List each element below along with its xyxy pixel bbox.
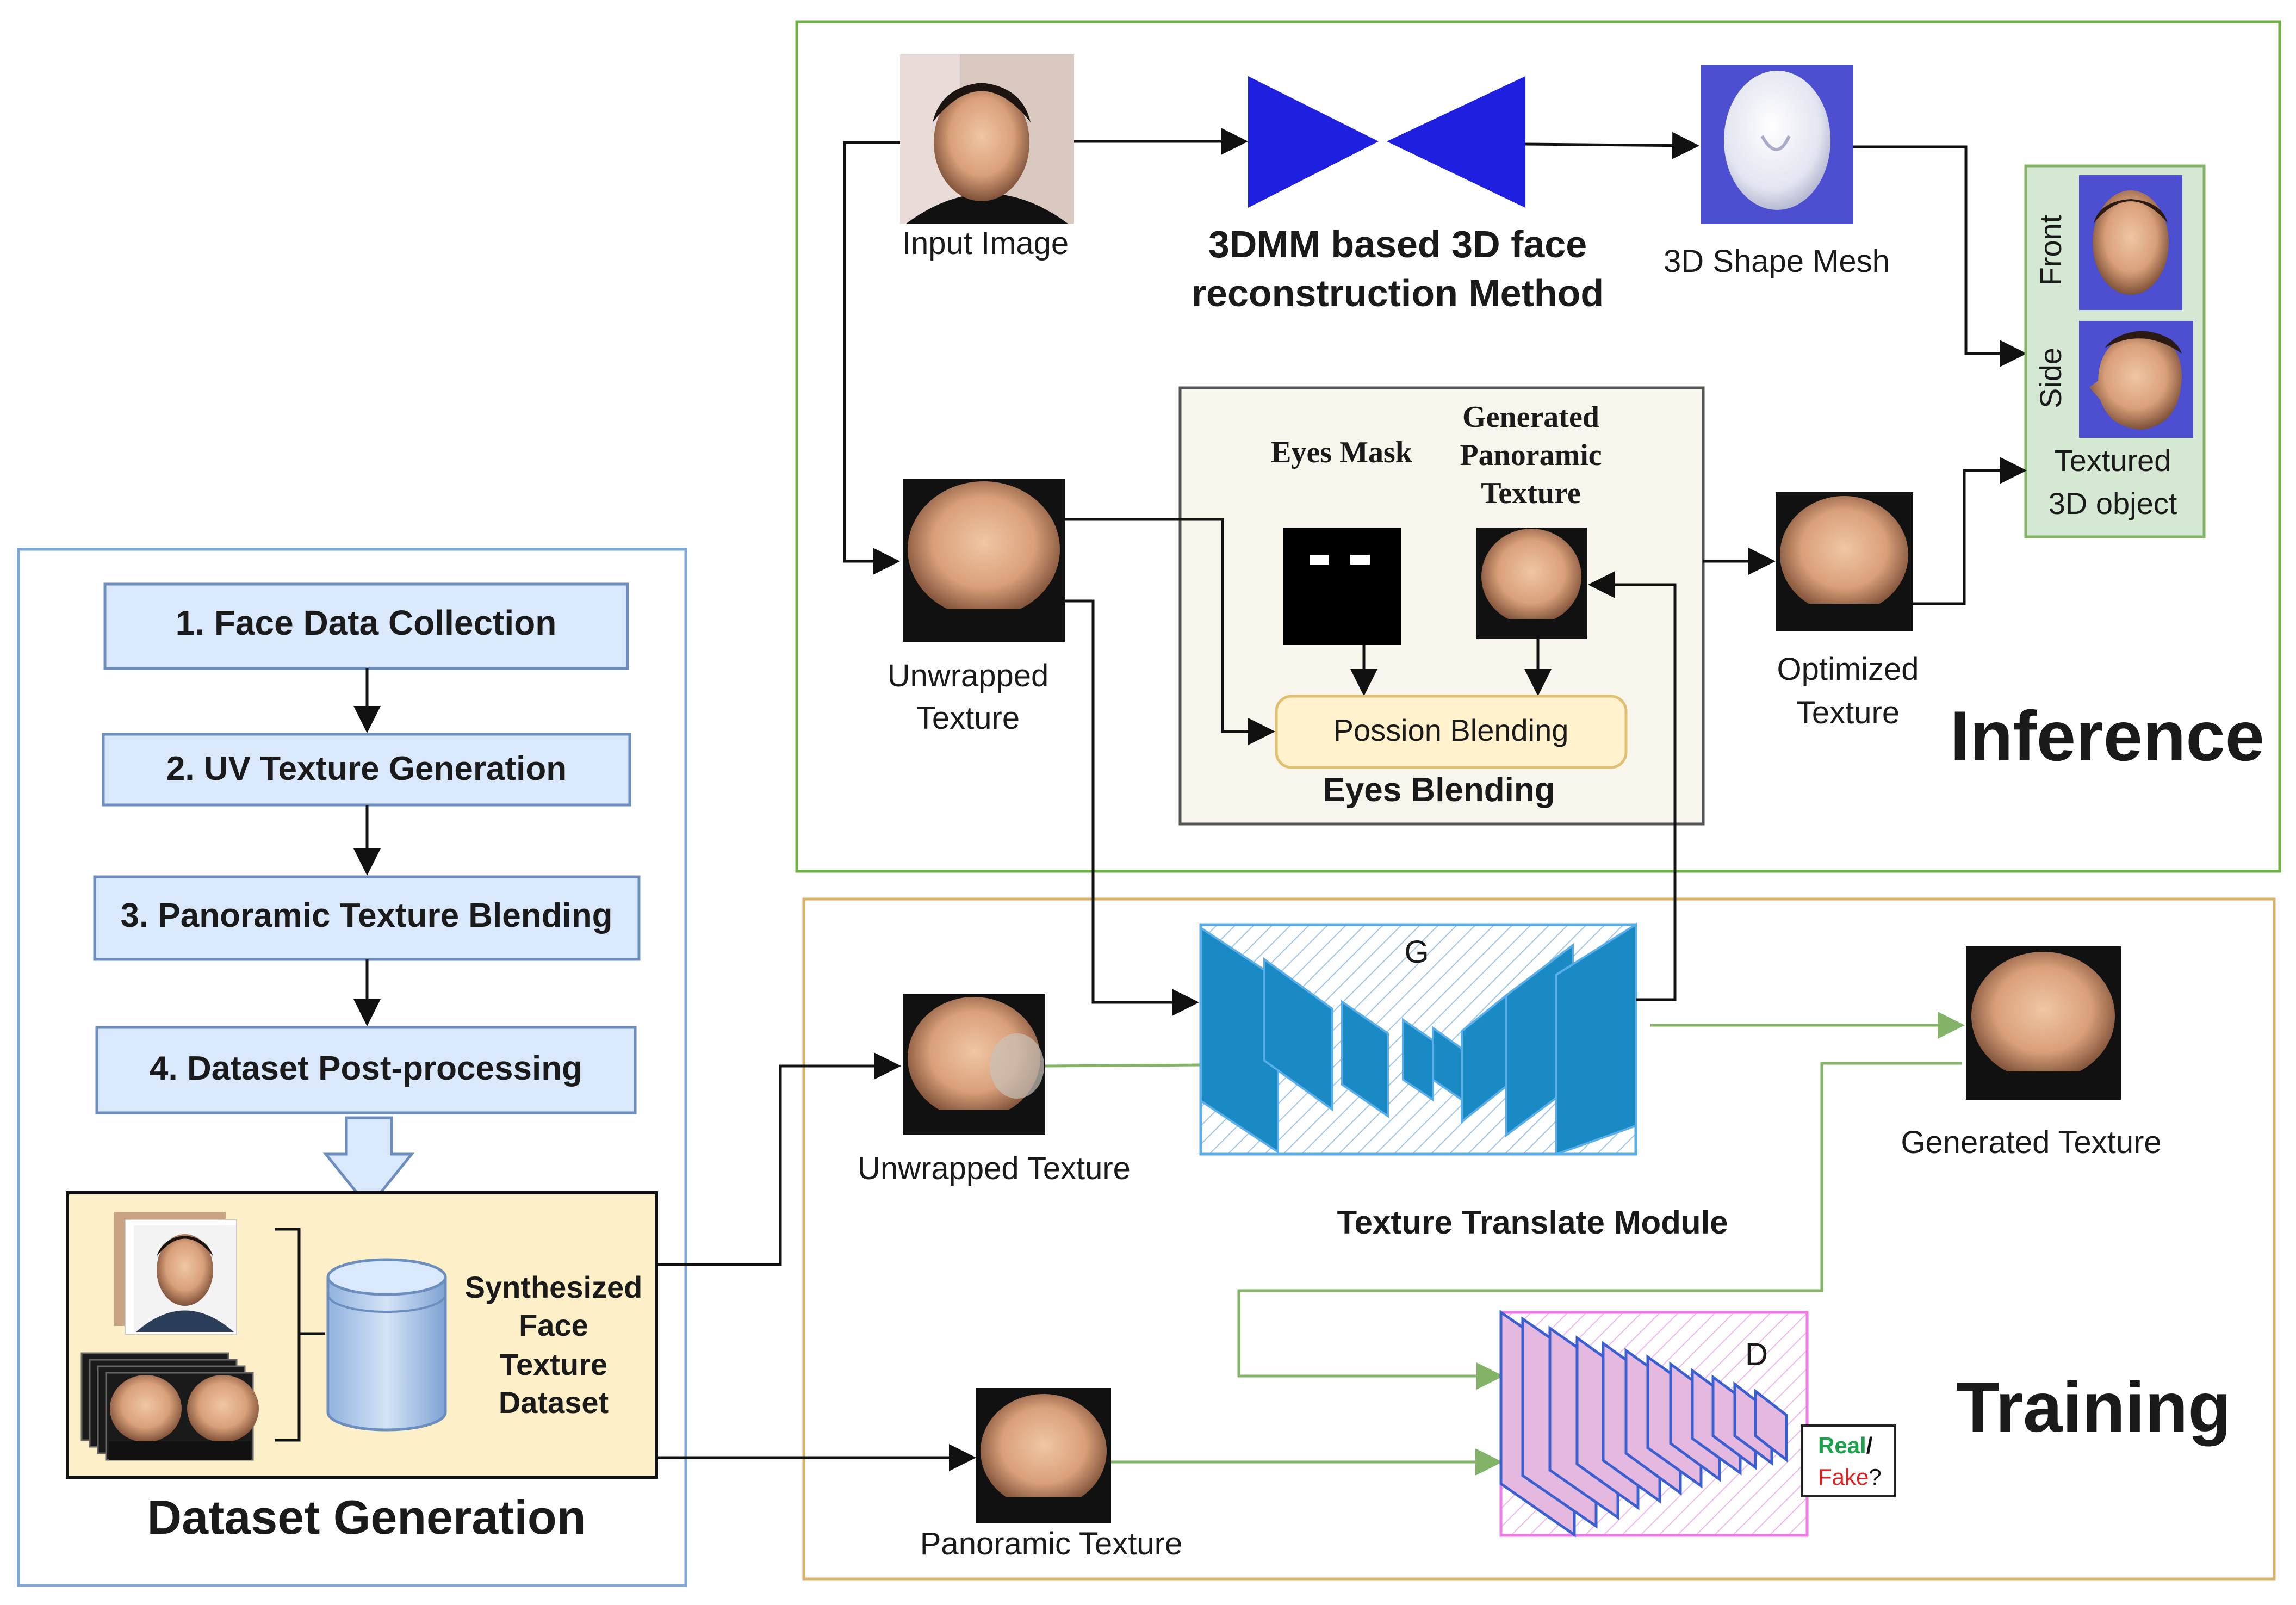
portrait-photo-stack [114,1212,237,1335]
texture-thumbnail-stack [80,1352,259,1461]
dataset-generation-title: Dataset Generation [147,1490,586,1544]
inference-border [795,20,2281,873]
step-4-box: 4. Dataset Post-processing [95,1026,637,1114]
texture-translate-module-label: Texture Translate Module [1337,1204,1728,1241]
database-icon [326,1258,447,1432]
optimized-label-line-2: Texture [1796,695,1900,730]
textured-object-label-line-2: 3D object [2049,486,2177,520]
side-view-image [2079,321,2193,438]
real-fake-slash: / [1866,1433,1873,1458]
step-2-label: 2. UV Texture Generation [166,750,567,788]
training-unwrapped-label: Unwrapped Texture [858,1151,1131,1186]
input-image [900,54,1074,224]
generated-panoramic-image [1476,528,1587,639]
eyes-blending-panel: Eyes Mask Generated Panoramic Texture Po… [1178,386,1705,826]
3d-shape-mesh-label: 3D Shape Mesh [1664,244,1890,279]
dataset-label-line-3: Texture [500,1347,607,1381]
dataset-label-line-1: Synthesized [465,1270,643,1304]
step-1-label: 1. Face Data Collection [176,603,557,642]
generated-panoramic-label-line-1: Generated [1462,400,1599,434]
inference-unwrapped-label-line-2: Texture [916,701,1020,736]
arrow-optimized-to-object [1913,457,2027,605]
input-image-label: Input Image [902,226,1069,261]
hollow-down-arrow [322,1116,415,1210]
generated-texture-image [1966,946,2121,1100]
dataset-box: Synthesized Face Texture Dataset [66,1191,658,1479]
generator-label: G [1404,934,1429,970]
step-3-box: 3. Panoramic Texture Blending [93,875,641,961]
real-label: Real [1818,1433,1866,1458]
real-fake-box: Real/ Fake? [1801,1424,1896,1497]
eyes-mask-image [1283,528,1401,645]
green-loop-generated-to-d [1237,1062,1962,1390]
training-unwrapped-texture-image [903,994,1045,1135]
generated-texture-label: Generated Texture [1901,1125,2161,1160]
arrow-dataset-to-unwrapped [656,1052,901,1266]
panoramic-texture-image [976,1388,1111,1523]
3d-shape-mesh-image [1701,65,1853,224]
3dmm-method-label-line-2: reconstruction Method [1192,272,1604,314]
dataset-generation-border [17,548,687,1587]
step-4-label: 4. Dataset Post-processing [150,1050,582,1087]
discriminator-network: D [1499,1310,1809,1538]
real-fake-line-2: Fake? [1818,1464,1882,1490]
generated-panoramic-label-line-2: Panoramic [1460,438,1602,472]
front-label: Front [2033,214,2068,286]
arrow-input-to-unwrapped [843,141,900,575]
panoramic-texture-label: Panoramic Texture [920,1526,1183,1561]
step-1-box: 1. Face Data Collection [103,582,629,670]
optimized-texture-image [1776,492,1913,631]
training-border [802,897,2276,1581]
poisson-blending-box: Possion Blending [1275,695,1628,769]
bracket [275,1228,325,1442]
textured-3d-object-box: Front Side Textured 3D object [2024,164,2206,538]
step-2-box: 2. UV Texture Generation [102,733,631,807]
arrow-mesh-to-object [1853,145,2027,367]
fake-question-mark: ? [1869,1464,1881,1490]
inference-title: Inference [1950,696,2264,776]
generator-network: G [1199,922,1637,1156]
optimized-label-line-1: Optimized [1777,652,1919,687]
textured-object-label-line-1: Textured [2055,443,2171,478]
arrow-g-to-generated-panoramic [1588,571,1677,1001]
fake-label: Fake [1818,1464,1869,1490]
dataset-label-line-4: Dataset [499,1385,609,1420]
step-3-label: 3. Panoramic Texture Blending [121,897,613,934]
eyes-blending-title: Eyes Blending [1323,771,1555,809]
poisson-blending-label: Possion Blending [1333,713,1569,747]
inference-unwrapped-label-line-1: Unwrapped [888,658,1049,693]
green-line-unwrapped-to-g [1045,1063,1201,1068]
side-label: Side [2033,348,2068,408]
inference-panel: Input Image 3DMM based 3D face reconstru… [795,20,2281,873]
real-fake-line-1: Real/ [1818,1433,1873,1458]
3dmm-network-icon [1248,76,1525,208]
generated-panoramic-label-line-3: Texture [1481,476,1581,510]
dataset-generation-panel: 1. Face Data Collection 2. UV Texture Ge… [17,548,687,1587]
arrow-inference-unwrapped-to-g [1065,599,1199,1016]
inference-unwrapped-texture-image [903,479,1065,642]
dataset-label-line-2: Face [519,1308,588,1342]
eyes-mask-label: Eyes Mask [1271,436,1413,469]
3dmm-method-label-line-1: 3DMM based 3D face [1208,223,1587,265]
arrow-3dmm-to-mesh [1525,132,1699,159]
training-panel: Unwrapped Texture G Texture Translate Mo… [656,571,2276,1581]
discriminator-label: D [1745,1337,1768,1372]
front-view-image [2079,175,2182,310]
training-title: Training [1956,1367,2231,1447]
arrow-unwrapped-to-blending [1065,518,1275,745]
